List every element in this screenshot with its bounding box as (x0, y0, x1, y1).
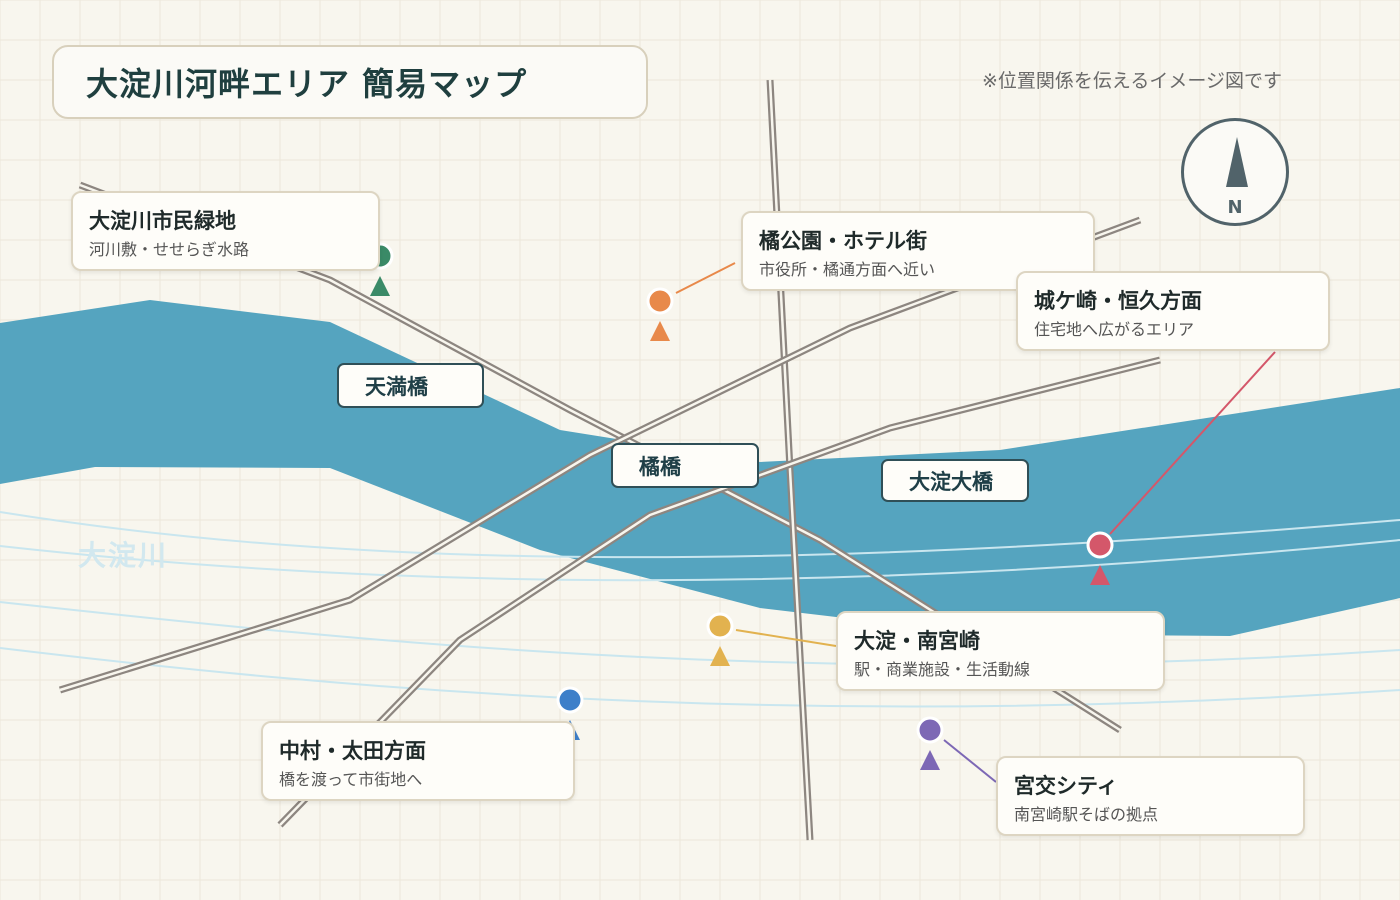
callout-title: 城ケ崎・恒久方面 (1034, 289, 1202, 313)
pin-tail-icon (1090, 565, 1110, 585)
callout-description: 住宅地へ広がるエリア (1034, 320, 1195, 339)
callout-description: 南宮崎駅そばの拠点 (1014, 805, 1159, 824)
callout-description: 駅・商業施設・生活動線 (854, 660, 1031, 679)
pin-tachibana-park[interactable] (646, 287, 674, 341)
callout-title: 宮交シティ (1014, 774, 1118, 798)
compass: N (1181, 118, 1289, 226)
road-centerline (768, 79, 812, 841)
pin-jogasaki[interactable] (1086, 531, 1114, 585)
leader-line (1109, 351, 1276, 535)
pin-oyodo-minamimiyazaki[interactable] (706, 612, 734, 666)
map-pin-icon (1086, 531, 1114, 559)
pin-nakamura-ota[interactable] (556, 686, 584, 740)
page-title: 大淀川河畔エリア 簡易マップ (86, 65, 528, 103)
map-pin-icon (556, 686, 584, 714)
callout-nakamura-ota[interactable]: 中村・太田方面 橋を渡って市街地へ (261, 721, 575, 801)
pin-tail-icon (650, 321, 670, 341)
callout-title: 橘公園・ホテル街 (759, 229, 927, 253)
pin-tail-icon (370, 276, 390, 296)
callout-jogasaki[interactable]: 城ケ崎・恒久方面 住宅地へ広がるエリア (1016, 271, 1330, 351)
callout-title: 大淀川市民緑地 (89, 209, 236, 233)
pin-tail-icon (920, 750, 940, 770)
leader-line (675, 262, 736, 294)
pin-miyako-city[interactable] (916, 716, 944, 770)
callout-ryokuchi[interactable]: 大淀川市民緑地 河川敷・せせらぎ水路 (71, 191, 380, 271)
bridge-label-tachibanabashi[interactable]: 橘橋 (611, 443, 759, 488)
callout-description: 市役所・橘通方面へ近い (759, 260, 936, 279)
road-centerline (59, 218, 1141, 692)
stream-line (0, 539, 1400, 582)
callout-oyodo-minamimiyazaki[interactable]: 大淀・南宮崎 駅・商業施設・生活動線 (836, 611, 1165, 691)
road-centerline (279, 358, 1161, 826)
map-pin-icon (916, 716, 944, 744)
compass-label: N (1227, 197, 1243, 218)
pin-tail-icon (710, 646, 730, 666)
bridge-label-tenmanbashi[interactable]: 天満橋 (337, 363, 484, 408)
bridge-label-oyodo-ohashi[interactable]: 大淀大橋 (881, 459, 1029, 502)
stream-line (0, 647, 1400, 708)
map-note: ※位置関係を伝えるイメージ図です (982, 70, 1282, 92)
callout-title: 大淀・南宮崎 (854, 629, 980, 653)
leader-lines (675, 262, 1276, 783)
map-title-box: 大淀川河畔エリア 簡易マップ (52, 45, 648, 119)
callout-miyako-city[interactable]: 宮交シティ 南宮崎駅そばの拠点 (996, 756, 1305, 836)
map-pin-icon (706, 612, 734, 640)
callout-tachibana-park[interactable]: 橘公園・ホテル街 市役所・橘通方面へ近い (741, 211, 1095, 291)
river-label: 大淀川 (78, 539, 169, 572)
callout-description: 橋を渡って市街地へ (279, 770, 423, 789)
callout-description: 河川敷・せせらぎ水路 (89, 240, 250, 259)
callout-title: 中村・太田方面 (279, 739, 426, 763)
map-pin-icon (646, 287, 674, 315)
leader-line (735, 629, 837, 647)
leader-line (943, 739, 997, 783)
north-arrow-icon (1226, 137, 1248, 187)
